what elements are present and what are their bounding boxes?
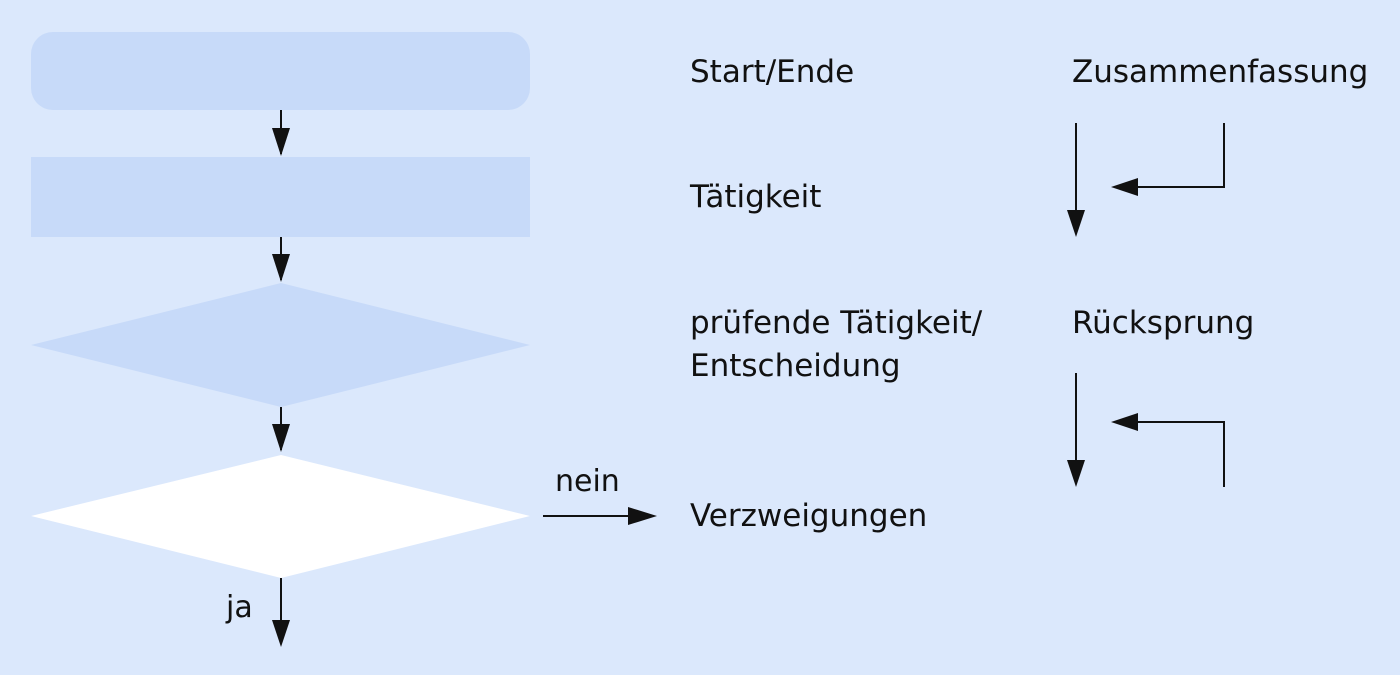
legend-decision-label-line-1: prüfende Tätigkeit/ — [690, 305, 983, 341]
flow-arrowhead — [272, 424, 290, 452]
merge-join-arrowhead — [1111, 178, 1138, 196]
decision-symbol — [31, 283, 530, 407]
branch-symbol — [31, 455, 530, 578]
merge-main-arrowhead — [1067, 210, 1085, 237]
yes-arrowhead — [272, 620, 290, 647]
flow-arrowhead — [272, 254, 290, 282]
flow-arrowhead — [272, 128, 290, 156]
legend-start-end-label: Start/Ende — [690, 54, 855, 90]
loop-return-arrowhead — [1111, 413, 1138, 431]
loop-main-arrowhead — [1067, 460, 1085, 487]
legend-activity-label: Tätigkeit — [690, 179, 822, 215]
loop-return-line — [1138, 421, 1225, 487]
activity-symbol — [31, 157, 530, 237]
legend-decision-label-line-2: Entscheidung — [690, 348, 901, 384]
start-end-symbol — [31, 32, 530, 110]
branch-yes-label: ja — [226, 590, 253, 625]
legend-branches-label: Verzweigungen — [690, 498, 928, 534]
branch-no-label: nein — [555, 464, 620, 499]
merge-join-line — [1138, 123, 1225, 188]
legend-merge-label: Zusammenfassung — [1072, 54, 1369, 90]
no-arrowhead — [628, 507, 657, 525]
legend-loop-back-label: Rücksprung — [1072, 305, 1255, 341]
